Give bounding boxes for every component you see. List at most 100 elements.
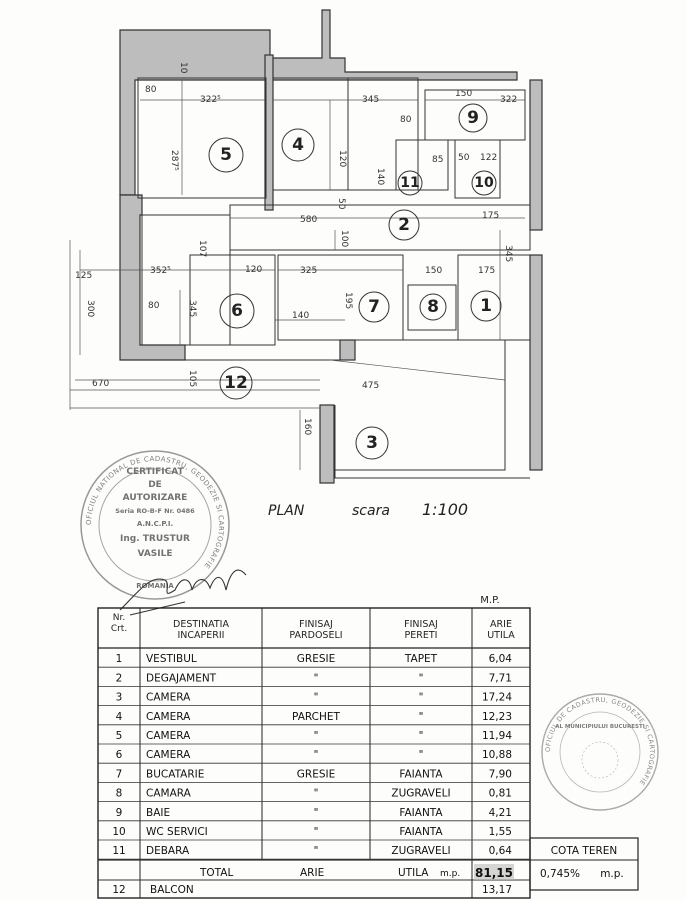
east-wall-lower [529,254,543,471]
cell-pard: " [314,749,319,761]
cell-nr: 3 [116,692,123,704]
dim-label: 352⁵ [150,266,171,276]
total-arie: ARIE [300,867,324,879]
room-4-outline [272,77,349,191]
stamp-line: VASILE [137,549,172,559]
cell-dest: CAMERA [146,730,191,742]
room-3-outline [334,405,530,479]
cell-per: " [419,711,424,723]
cell-pard: " [314,826,319,838]
room-marker-3: 3 [366,433,378,453]
cell-arie: 7,90 [489,768,512,780]
stamp-line: Ing. TRUSTUR [120,534,190,544]
cell-pard: " [314,807,319,819]
exterior-wall [119,9,518,196]
cell-dest: CAMERA [146,749,191,761]
west-wall [119,194,186,361]
cell-nr: 5 [116,730,123,742]
stamp-line: Seria RO-B-F Nr. 0486 [115,507,195,515]
column [339,339,356,361]
total-value: 81,15 [475,866,513,880]
east-wall-upper [529,79,543,231]
cell-nr: 4 [116,711,123,723]
cell-nr: 11 [112,845,125,857]
dim-label: 175 [478,266,495,276]
balcon-arie: 13,17 [482,884,512,896]
dim-label: 50 [458,153,470,163]
cell-nr: 9 [116,807,123,819]
dim-label: 107 [197,240,207,257]
dimension-lines [75,80,525,470]
room-10-outline [454,139,501,199]
dim-label: 80 [148,301,160,311]
dim-label: 120 [337,150,347,167]
room-6-outline [189,254,276,346]
dim-label: 122 [480,153,497,163]
total-utila: UTILA [398,867,429,879]
cota-unit: m.p. [600,868,624,880]
dim-label: 345 [362,95,379,105]
cell-arie: 4,21 [489,807,512,819]
dim-label: 322⁵ [200,95,221,105]
cell-nr: 2 [116,672,123,684]
table-row: 11 DEBARA " ZUGRAVELI 0,64 [112,845,512,857]
dim-label: 287⁵ [169,150,179,171]
cell-pard: " [314,692,319,704]
cell-per: " [419,749,424,761]
cell-per: FAIANTA [399,807,443,819]
cell-pard: GRESIE [297,653,335,665]
dim-label: 105 [187,370,197,387]
room-marker-6: 6 [231,301,243,321]
room-7-outline [277,254,404,341]
cell-dest: WC SERVICI [146,826,208,838]
room-8-outline [407,284,457,331]
stamp-line: ROMANIA [136,582,174,590]
floor-plan: 80 322⁵ 345 150 322 287⁵ 120 80 85 50 12… [69,9,543,519]
cell-per: " [419,730,424,742]
room-marker-7: 7 [368,297,380,317]
cell-arie: 7,71 [489,672,512,684]
cell-dest: CAMARA [146,788,192,800]
balcon-nr: 12 [112,884,125,896]
dim-label: 670 [92,379,109,389]
room-marker-5: 5 [220,145,232,165]
dim-label: 85 [432,155,443,165]
cell-per: FAIANTA [399,768,443,780]
cell-per: ZUGRAVELI [391,845,450,857]
dim-label: 80 [400,115,412,125]
cell-dest: CAMERA [146,692,191,704]
cell-dest: DEGAJAMENT [146,672,217,684]
cell-dest: VESTIBUL [146,653,197,665]
cell-arie: 11,94 [482,730,512,742]
room-marker-1: 1 [480,296,492,316]
plan-title: PLAN [268,503,305,519]
dim-label: 300 [85,300,95,317]
cell-per: ZUGRAVELI [391,788,450,800]
stamp-line: AL MUNICIPIULUI BUCURESTI [555,724,645,730]
cell-arie: 0,64 [489,845,513,857]
cell-pard: " [314,730,319,742]
cell-per: " [419,692,424,704]
room-4-ext-outline [347,77,419,191]
cota-box [529,837,639,891]
cell-dest: DEBARA [146,845,190,857]
total-mp: m.p. [440,869,460,879]
dim-label: 50 [336,198,346,210]
cell-dest: BUCATARIE [146,768,204,780]
unit-label: M.P. [480,595,499,606]
cell-pard: PARCHET [292,711,340,723]
cell-pard: " [314,845,319,857]
dim-label: 195 [343,292,353,309]
room-marker-2: 2 [398,215,410,235]
plan-scale-word: scara [352,503,390,519]
stamp-line: DE [148,480,162,490]
cell-pard: " [314,788,319,800]
